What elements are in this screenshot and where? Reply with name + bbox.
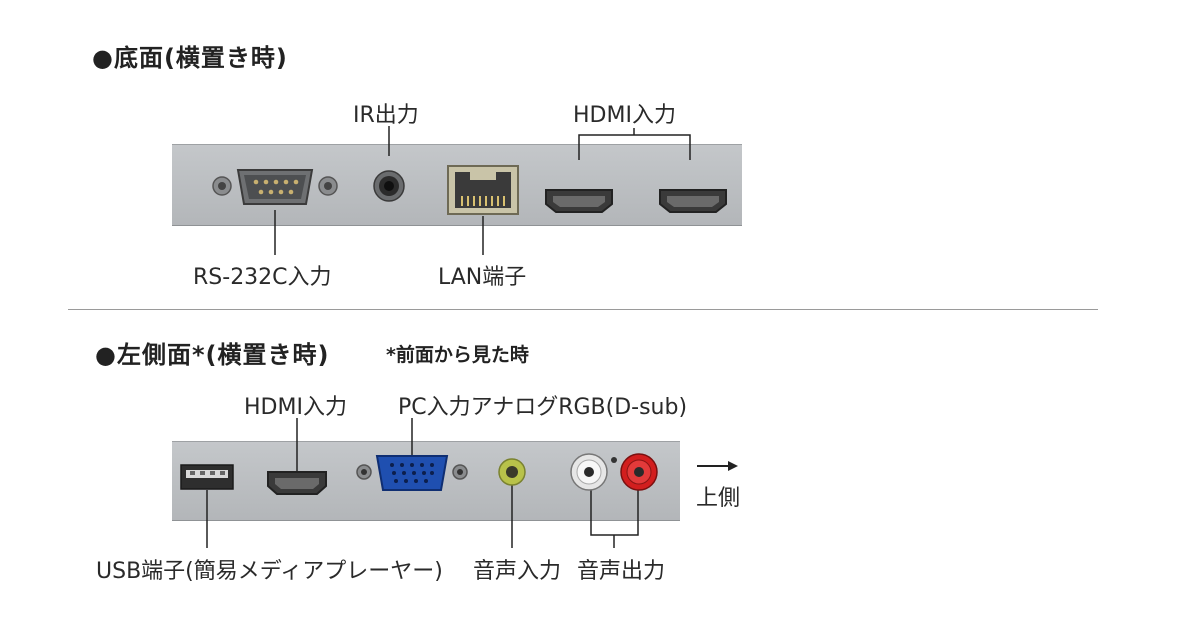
usb-port-label: USB端子(簡易メディアプレーヤー) xyxy=(96,559,443,584)
upper-side-arrow-icon xyxy=(697,461,738,471)
upper-side-label: 上側 xyxy=(696,486,741,511)
usb-port xyxy=(180,464,234,490)
left-hdmi-port xyxy=(267,471,327,495)
pc-in-label: PC入力アナログRGB(D-sub) xyxy=(398,395,688,420)
audio-in-label: 音声入力 xyxy=(473,559,562,584)
rs232c-in-label: RS-232C入力 xyxy=(193,265,332,290)
left-hdmi-in-label: HDMI入力 xyxy=(244,395,347,420)
bottom-section-heading: ●底面(横置き時) xyxy=(92,44,288,72)
lan-port-label: LAN端子 xyxy=(438,265,527,290)
ir-out-jack xyxy=(373,170,405,202)
left-section-heading: ●左側面*(横置き時) xyxy=(95,341,330,369)
bottom-hdmi-port-1 xyxy=(545,189,613,213)
audio-out-divider-dot xyxy=(611,457,617,463)
audio-out-rca-white xyxy=(570,453,608,491)
audio-out-rca-red xyxy=(620,453,658,491)
ir-out-label: IR出力 xyxy=(353,103,419,128)
section-divider xyxy=(68,309,1098,310)
audio-out-label: 音声出力 xyxy=(577,559,666,584)
bottom-hdmi-port-2 xyxy=(659,189,727,213)
bottom-hdmi-in-label: HDMI入力 xyxy=(573,103,676,128)
lan-port xyxy=(447,165,519,215)
vga-dsub-port xyxy=(356,455,468,491)
rs232c-connector xyxy=(212,169,338,205)
audio-in-jack xyxy=(498,458,526,486)
left-section-note: *前面から見た時 xyxy=(386,344,529,366)
